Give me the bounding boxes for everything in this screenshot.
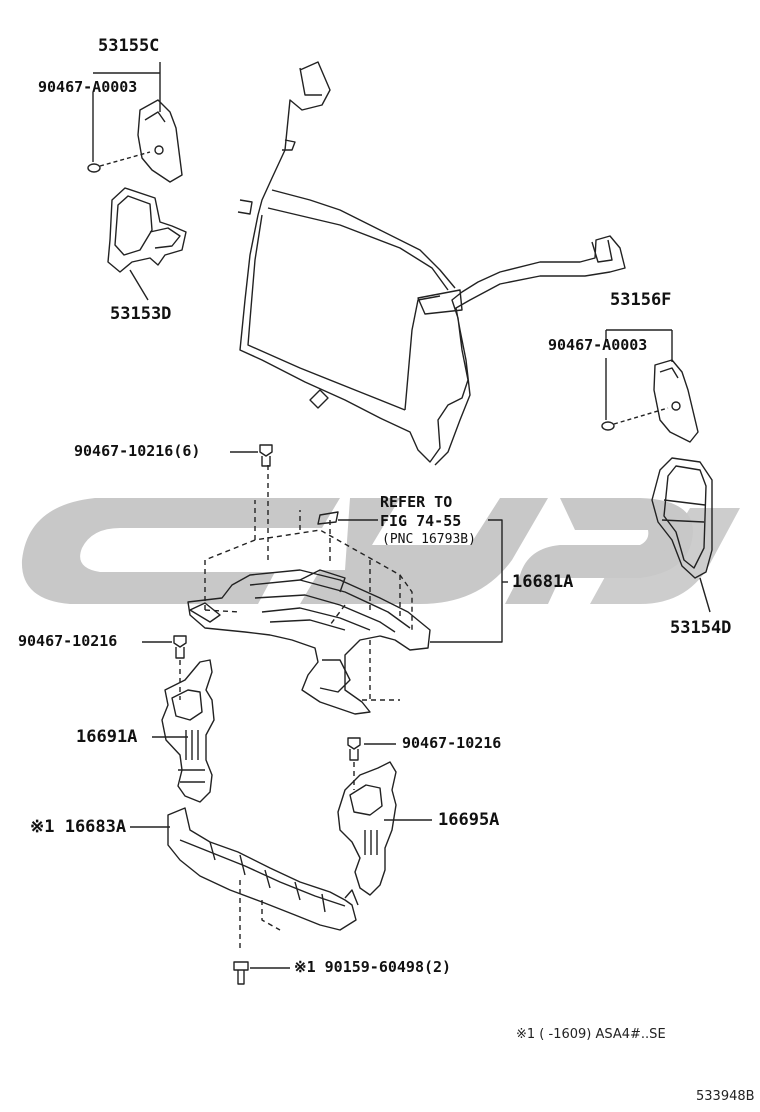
label-90467-A0003-left: 90467-A0003 — [38, 78, 138, 96]
label-53154D: 53154D — [670, 618, 732, 638]
part-90467-A0003-clip-right — [601, 421, 615, 431]
label-90467-10216-left: 90467-10216 — [18, 632, 118, 650]
part-90467-10216-clip-right — [347, 737, 361, 761]
part-53155C-seal — [137, 99, 183, 183]
label-90159-60498-2: ※1 90159-60498(2) — [294, 958, 452, 976]
label-16681A: 16681A — [512, 572, 574, 592]
label-16691A: 16691A — [76, 727, 138, 747]
leader-line — [430, 519, 503, 643]
part-53153D-bracket — [107, 187, 187, 301]
part-90467-A0003-clip-left — [87, 163, 101, 173]
leader-dashed — [613, 407, 669, 425]
part-53154D-bracket — [651, 457, 713, 613]
label-53155C: 53155C — [98, 36, 160, 56]
leader-dashed — [239, 880, 281, 950]
label-refer-line1: REFER TO — [380, 493, 453, 511]
radiator-support-frame — [237, 61, 626, 466]
label-90467-10216-right: 90467-10216 — [402, 734, 502, 752]
part-90159-60498-bolt — [233, 961, 249, 985]
part-90467-10216-clip-left — [173, 635, 187, 659]
part-16695A-bracket — [337, 761, 397, 896]
label-90467-A0003-right: 90467-A0003 — [548, 336, 648, 354]
part-90467-10216-clip-top — [259, 444, 273, 467]
refer-pointer-tab — [317, 511, 339, 525]
label-53153D: 53153D — [110, 304, 172, 324]
footnote: ※1 ( -1609) ASA4#..SE — [516, 1027, 666, 1042]
part-16691A-bracket — [161, 659, 215, 803]
label-90467-10216-6: 90467-10216(6) — [74, 442, 201, 460]
part-16681A-duct — [187, 569, 431, 715]
leader-dashed — [99, 151, 151, 167]
label-16683A: ※1 16683A — [30, 817, 127, 837]
label-refer-line2: FIG 74-55 — [380, 512, 462, 530]
label-refer-pnc: (PNC 16793B) — [382, 532, 476, 547]
label-53156F: 53156F — [610, 290, 672, 310]
watermark-logo — [21, 498, 740, 604]
duct-dashed-outline — [204, 465, 413, 701]
diagram-id: 533948B — [696, 1089, 755, 1104]
part-53156F-seal — [653, 359, 699, 443]
part-16683A-lower-bracket — [167, 807, 359, 931]
label-16695A: 16695A — [438, 810, 500, 830]
